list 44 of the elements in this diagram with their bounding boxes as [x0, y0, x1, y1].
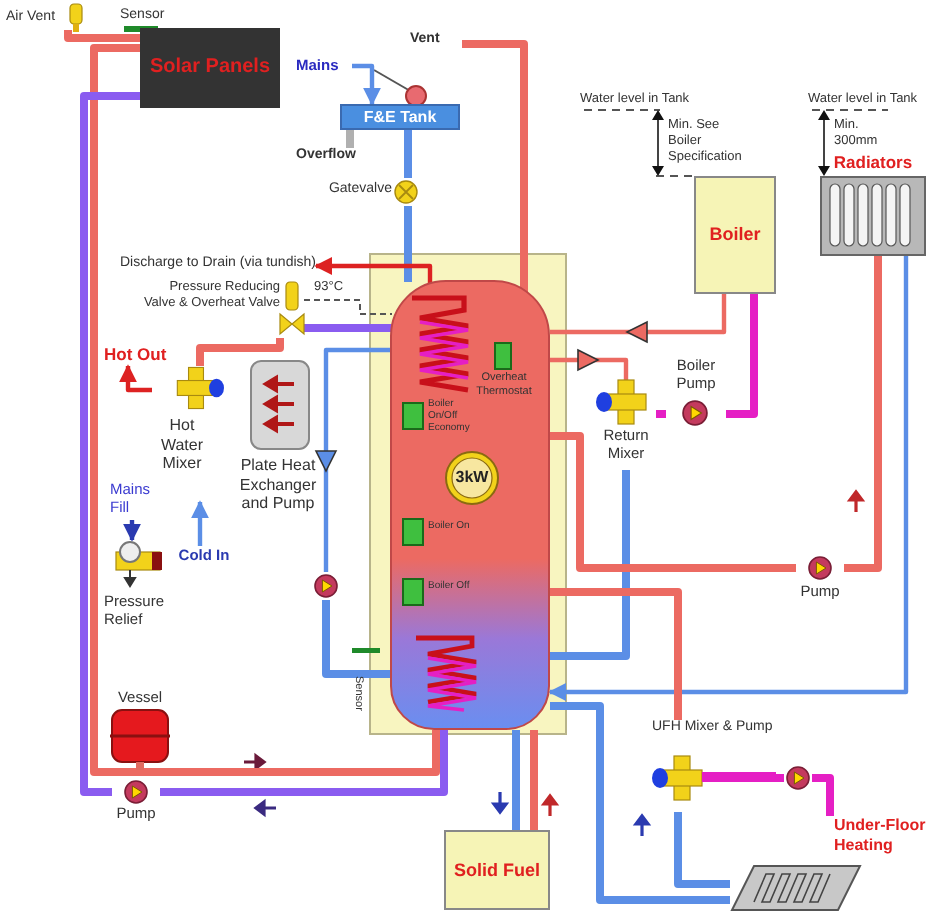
pipe	[844, 256, 882, 572]
pipe	[64, 30, 140, 42]
pipe	[550, 348, 629, 380]
component-label: Hot Water Mixer	[158, 416, 206, 474]
solar-panel-box: Solar Panels	[140, 28, 280, 108]
pipe	[90, 44, 440, 776]
flow-label: Hot Out	[104, 344, 176, 366]
boiler-box: Boiler	[694, 176, 776, 294]
component-label: Radiators	[831, 152, 915, 173]
arrow	[123, 520, 141, 542]
pipe	[550, 294, 727, 344]
pipe	[550, 432, 796, 572]
arrow	[352, 63, 381, 106]
pipe	[530, 730, 538, 830]
header-tank: F&E Tank	[340, 104, 460, 130]
pipe	[656, 410, 666, 418]
pipe	[462, 40, 528, 292]
pipe	[322, 600, 394, 678]
pipe	[314, 347, 394, 572]
pipe	[404, 206, 412, 282]
pipe	[304, 324, 392, 332]
hot-water-cylinder	[390, 280, 550, 730]
pipe	[80, 92, 140, 796]
sensor-line	[303, 299, 393, 315]
pipe	[550, 588, 682, 720]
component-label: Under-Floor Heating	[834, 816, 928, 855]
pipe	[404, 130, 412, 178]
pipe	[674, 812, 730, 888]
pipe	[196, 338, 284, 366]
pipe	[550, 470, 630, 660]
pipe	[776, 774, 784, 782]
pipe	[512, 730, 520, 830]
pipe	[346, 130, 354, 148]
solid-fuel-boiler-box: Solid Fuel	[444, 830, 550, 910]
power-label: 3kW	[453, 468, 491, 488]
pipe	[812, 774, 834, 816]
pipe	[726, 294, 758, 418]
component-label: Plate Heat Exchanger and Pump	[237, 456, 319, 514]
arrow	[191, 500, 209, 546]
arrow	[119, 364, 152, 393]
arrow	[548, 256, 909, 701]
arrow	[314, 257, 433, 286]
pipe	[160, 730, 448, 796]
pipe	[550, 702, 730, 904]
